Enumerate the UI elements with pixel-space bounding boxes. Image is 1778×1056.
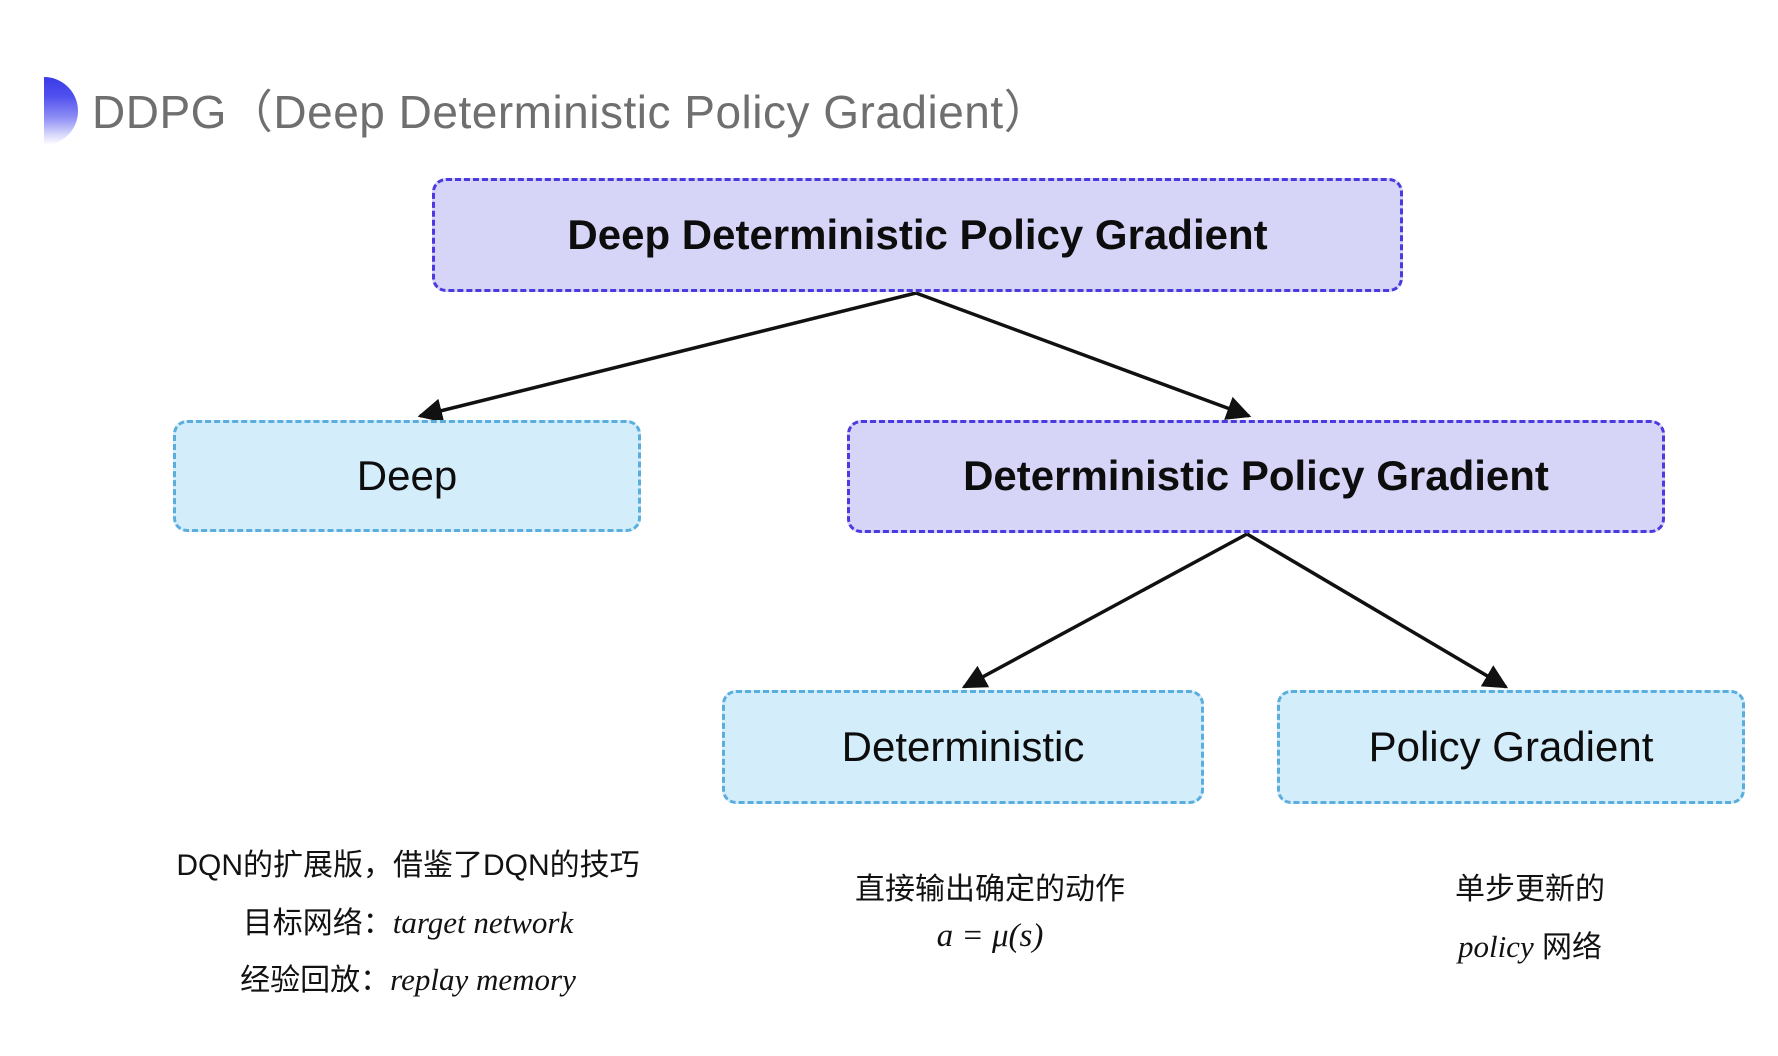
edge-root-dpg — [915, 291, 1252, 420]
node-deterministic-policy-gradient[interactable]: Deterministic Policy Gradient — [847, 420, 1665, 533]
half-circle-gradient-icon — [44, 77, 78, 145]
note-deep-line-1: DQN的扩展版，借鉴了DQN的技巧 — [176, 849, 640, 882]
note-policy-gradient-line-2: policy 网络 — [1380, 918, 1680, 976]
node-label: Deterministic — [841, 722, 1085, 770]
edge-dpg-deterministic — [961, 532, 1248, 689]
note-deterministic: 直接输出确定的动作 a = μ(s) — [800, 862, 1180, 955]
node-policy-gradient[interactable]: Policy Gradient — [1277, 690, 1745, 804]
note-policy-gradient: 单步更新的 policy 网络 — [1380, 862, 1680, 975]
note-deep-line-3: 经验回放：replay memory — [148, 951, 668, 1009]
note-deep-line-2: 目标网络：target network — [148, 894, 668, 952]
node-label: Deep Deterministic Policy Gradient — [567, 210, 1268, 258]
node-deterministic[interactable]: Deterministic — [722, 690, 1204, 804]
note-deterministic-formula: a = μ(s) — [936, 917, 1044, 954]
note-deep-line-3-term: replay memory — [390, 962, 576, 997]
page-title: DDPG（Deep Deterministic Policy Gradient） — [92, 86, 1051, 138]
note-policy-gradient-suffix: 网络 — [1533, 930, 1603, 964]
note-deep: DQN的扩展版，借鉴了DQN的技巧 目标网络：target network 经验… — [148, 838, 668, 1009]
node-label: Deterministic Policy Gradient — [963, 452, 1549, 500]
note-deep-line-2-term: target network — [392, 904, 574, 940]
note-deep-line-3-label: 经验回放： — [240, 964, 391, 997]
edge-root-deep — [417, 291, 917, 423]
node-deep[interactable]: Deep — [173, 420, 641, 532]
node-deep-deterministic-policy-gradient[interactable]: Deep Deterministic Policy Gradient — [432, 178, 1403, 292]
note-deep-line-2-label: 目标网络： — [242, 906, 393, 940]
note-deterministic-line-1: 直接输出确定的动作 — [855, 873, 1125, 906]
node-label: Deep — [356, 451, 458, 499]
node-label: Policy Gradient — [1368, 722, 1654, 770]
edge-dpg-policy-gradient — [1246, 532, 1509, 689]
note-policy-gradient-line-1: 单步更新的 — [1455, 873, 1605, 906]
note-policy-gradient-term: policy — [1457, 928, 1534, 964]
